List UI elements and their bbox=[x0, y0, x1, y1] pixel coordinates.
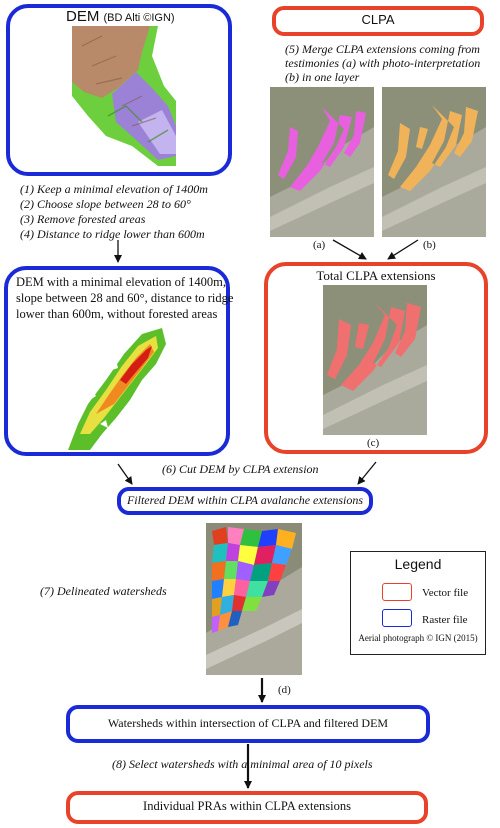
clpa-vector-box bbox=[272, 6, 484, 36]
dem-filtered-map-image bbox=[66, 324, 170, 450]
individual-pras-vector-pill bbox=[66, 791, 428, 824]
dem-filtered-line-3: lower than 600m, without forested areas bbox=[16, 307, 218, 321]
arrow-dem-to-cut bbox=[117, 463, 133, 485]
dem-step-3: (3) Remove forested areas bbox=[20, 212, 146, 226]
arrow-photo-a-to-total bbox=[332, 239, 367, 260]
step-6-label: (6) Cut DEM by CLPA extension bbox=[162, 462, 319, 476]
dem-step-1: (1) Keep a minimal elevation of 1400m bbox=[20, 182, 208, 196]
dem-step-2: (2) Choose slope between 28 to 60° bbox=[20, 197, 191, 211]
photo-label-a: (a) bbox=[313, 239, 326, 251]
legend-vector-swatch bbox=[382, 583, 412, 601]
photo-label-c: (c) bbox=[367, 437, 380, 449]
clpa-step-line-1: (5) Merge CLPA extensions coming from bbox=[285, 42, 480, 56]
legend-title: Legend bbox=[394, 556, 442, 572]
legend-vector-label: Vector file bbox=[422, 587, 469, 599]
dem-filtered-line-1: DEM with a minimal elevation of 1400m, bbox=[16, 275, 227, 289]
clpa-testimonies-photo bbox=[270, 87, 374, 237]
step-8-label: (8) Select watersheds with a minimal are… bbox=[112, 757, 373, 771]
dem-filtered-line-2: slope between 28 and 60°, distance to ri… bbox=[16, 291, 234, 305]
clpa-title: CLPA bbox=[361, 12, 395, 27]
legend-box bbox=[350, 551, 486, 655]
dem-step-4: (4) Distance to ridge lower than 600m bbox=[20, 227, 205, 241]
dem-title: DEM (BD Alti ©IGN) bbox=[66, 8, 175, 25]
clpa-step-line-3: (b) in one layer bbox=[285, 70, 360, 84]
dem-title-main: DEM bbox=[66, 8, 100, 25]
clpa-step-line-2: testimonies (a) with photo-interpretatio… bbox=[285, 56, 481, 70]
dem-map-image bbox=[72, 26, 176, 166]
legend-credit: Aerial photograph © IGN (2015) bbox=[358, 633, 478, 643]
watersheds-raster-pill bbox=[66, 705, 430, 743]
arrow-photo-b-to-total bbox=[387, 239, 419, 260]
watersheds-label: Watersheds within intersection of CLPA a… bbox=[107, 716, 389, 730]
dem-title-source: (BD Alti ©IGN) bbox=[103, 12, 175, 24]
filtered-dem-label: Filtered DEM within CLPA avalanche exten… bbox=[126, 493, 364, 507]
clpa-photo-interpretation-photo bbox=[382, 87, 486, 237]
step-7-label: (7) Delineated watersheds bbox=[40, 584, 167, 598]
individual-pras-label: Individual PRAs within CLPA extensions bbox=[143, 799, 351, 813]
photo-label-b: (b) bbox=[423, 239, 436, 251]
legend-raster-label: Raster file bbox=[422, 614, 468, 626]
legend-raster-swatch bbox=[382, 609, 412, 627]
arrow-clpa-to-cut bbox=[357, 461, 377, 485]
filtered-dem-raster-pill bbox=[117, 487, 373, 515]
watersheds-map-image bbox=[206, 523, 302, 675]
photo-label-d: (d) bbox=[278, 684, 291, 696]
total-clpa-photo bbox=[323, 285, 427, 435]
total-clpa-title: Total CLPA extensions bbox=[316, 268, 436, 283]
